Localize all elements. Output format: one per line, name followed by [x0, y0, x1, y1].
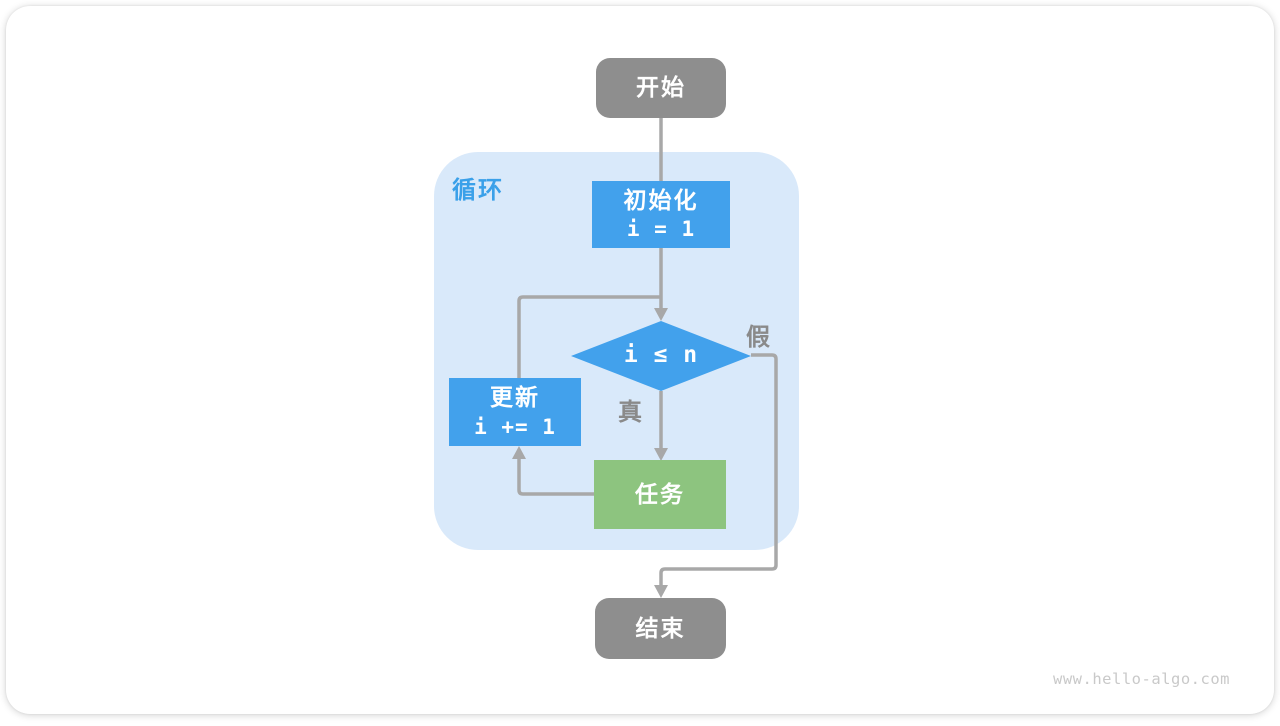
end-node-label: 结束 [636, 615, 686, 643]
start-node-label: 开始 [636, 74, 686, 102]
start-node: 开始 [596, 58, 726, 118]
true-branch-label: 真 [618, 392, 643, 427]
arrowhead-into-end [654, 585, 668, 598]
init-node-code: i = 1 [627, 217, 695, 242]
false-branch-label: 假 [746, 317, 771, 352]
condition-expression: i ≤ n [624, 342, 698, 370]
end-node: 结束 [595, 598, 726, 659]
init-node: 初始化 i = 1 [592, 181, 730, 248]
task-node-label: 任务 [635, 481, 685, 509]
loop-scope-label: 循环 [452, 170, 504, 205]
update-node: 更新 i += 1 [449, 378, 581, 446]
init-node-title: 初始化 [624, 187, 699, 215]
task-node: 任务 [594, 460, 726, 529]
site-watermark: www.hello-algo.com [1053, 670, 1230, 688]
update-node-title: 更新 [490, 384, 540, 412]
update-node-code: i += 1 [474, 415, 556, 440]
page-card: 循环 开始 初始化 i = 1 i ≤ n 真 假 更新 i += 1 任务 结… [6, 6, 1274, 714]
